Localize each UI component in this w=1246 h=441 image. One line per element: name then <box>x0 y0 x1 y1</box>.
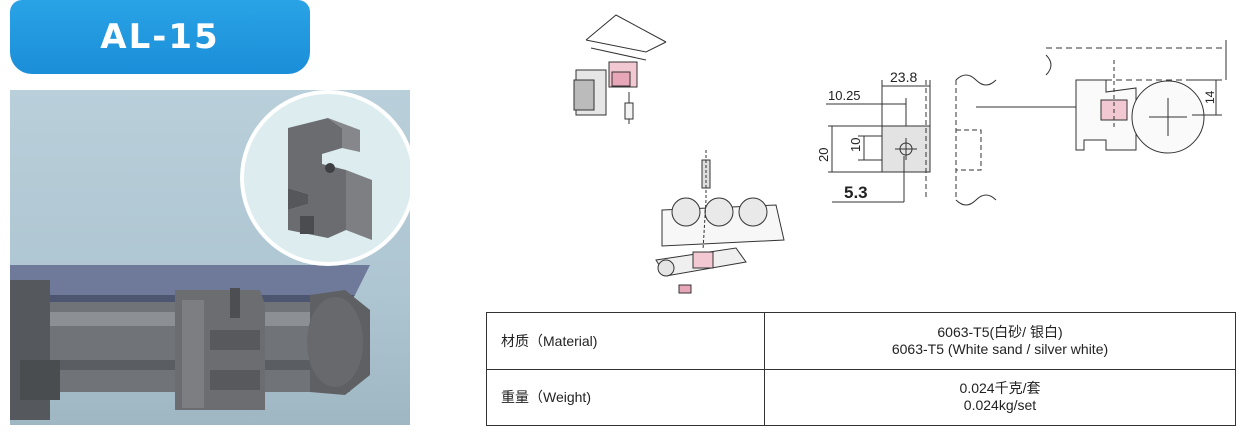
spec-value-weight: 0.024千克/套 0.024kg/set <box>764 368 1236 426</box>
spec-value-material-en: 6063-T5 (White sand / silver white) <box>891 340 1109 357</box>
spec-value-weight-en: 0.024kg/set <box>963 397 1037 414</box>
spec-value-material: 6063-T5(白砂/ 银白) 6063-T5 (White sand / si… <box>764 312 1236 370</box>
spec-row-weight: 重量（Weight) 0.024千克/套 0.024kg/set <box>486 368 1236 426</box>
install-view-bottom <box>655 150 785 294</box>
dim-10-25: 10.25 <box>828 88 861 103</box>
product-photo <box>10 90 410 425</box>
product-code-badge: AL-15 <box>10 0 310 74</box>
dim-5-3: 5.3 <box>844 183 868 202</box>
spec-row-material: 材质（Material) 6063-T5(白砂/ 银白) 6063-T5 (Wh… <box>486 312 1236 370</box>
spec-label-material: 材质（Material) <box>486 312 765 370</box>
spec-label-weight: 重量（Weight) <box>486 368 765 426</box>
spec-table: 材质（Material) 6063-T5(白砂/ 银白) 6063-T5 (Wh… <box>486 312 1236 426</box>
dim-14: 14 <box>1203 90 1217 104</box>
spec-value-material-cn: 6063-T5(白砂/ 银白) <box>937 323 1063 340</box>
dim-23-8: 23.8 <box>890 69 917 85</box>
product-photo-illustration <box>10 90 410 420</box>
dim-10: 10 <box>848 138 863 152</box>
product-code: AL-15 <box>100 17 220 57</box>
section-view <box>976 40 1227 154</box>
spec-value-weight-cn: 0.024千克/套 <box>959 380 1041 397</box>
dimension-view <box>826 74 997 206</box>
technical-drawings: 23.8 10.25 10 20 5.3 14 <box>573 14 1227 294</box>
install-view-top <box>573 14 667 124</box>
dim-20: 20 <box>816 148 831 162</box>
